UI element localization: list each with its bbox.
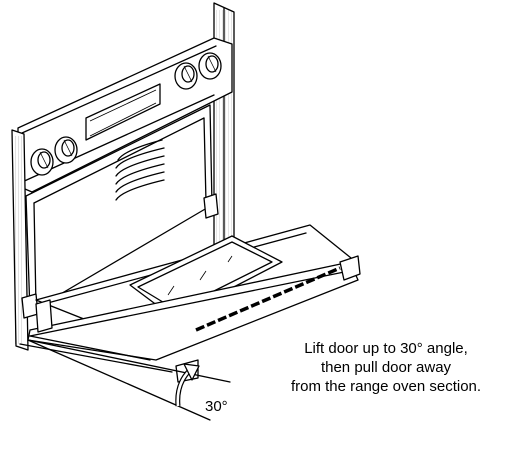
knob-left-2[interactable]: [54, 136, 78, 164]
knob-left-1[interactable]: [30, 148, 54, 176]
instruction-line-1: Lift door up to 30° angle,: [304, 340, 468, 357]
angle-reference-lines: [27, 339, 231, 421]
control-knobs[interactable]: [30, 52, 222, 176]
instruction-caption: Lift door up to 30° angle, then pull doo…: [252, 339, 520, 396]
cabinet-left-wall: [11, 129, 29, 351]
rotate-up-arrow-icon: [175, 363, 200, 407]
oven-cavity: [21, 104, 219, 319]
knob-right-2[interactable]: [198, 52, 222, 80]
angle-label: 30°: [205, 398, 228, 415]
instruction-line-3: from the range oven section.: [290, 378, 482, 395]
instruction-line-2: then pull door away: [320, 359, 452, 376]
range-base: [19, 335, 173, 373]
knob-right-1[interactable]: [174, 62, 198, 90]
oven-door[interactable]: [27, 224, 361, 383]
